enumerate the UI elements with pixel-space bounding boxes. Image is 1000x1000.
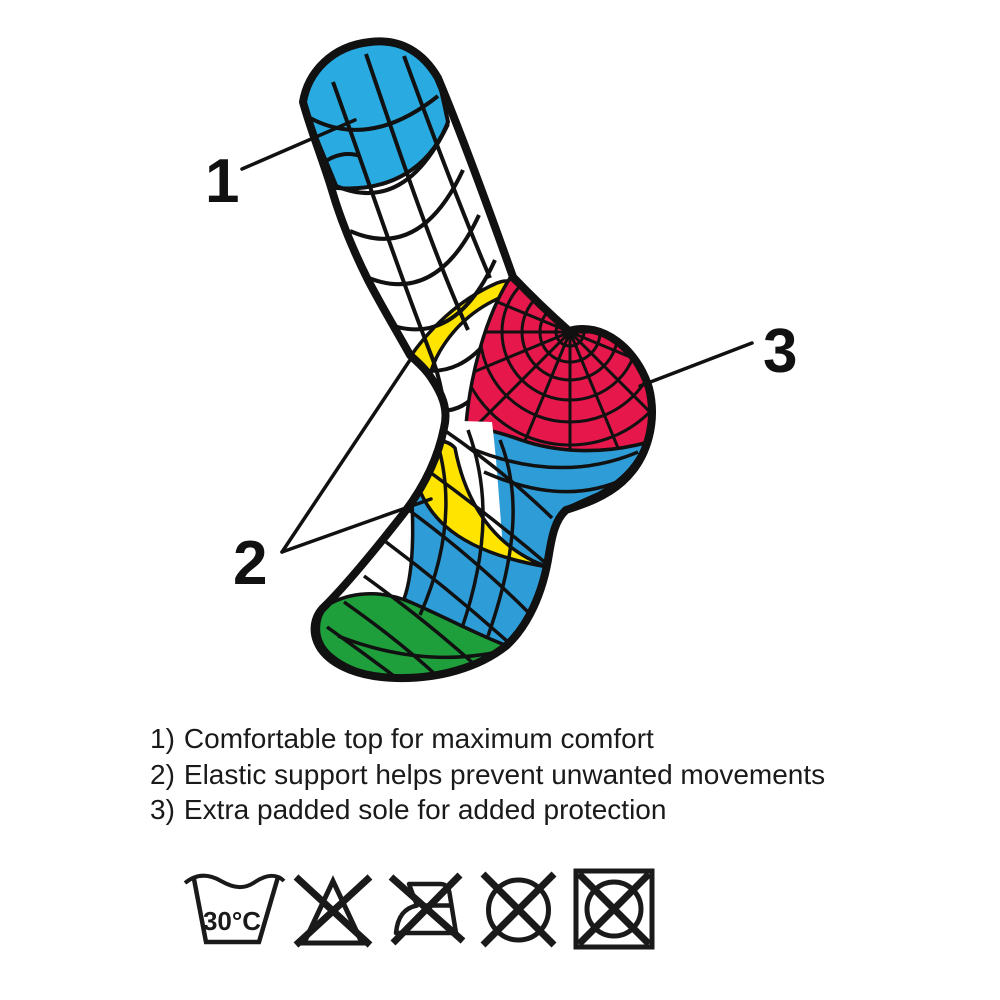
legend-item-2-number: 2)	[150, 758, 175, 790]
leader-lines	[240, 118, 754, 554]
callout-3: 3	[763, 317, 797, 386]
legend-item-3: 3) Extra padded sole for added protection	[150, 792, 825, 828]
leader-line-2a	[280, 355, 414, 554]
feature-legend: 1) Comfortable top for maximum comfort 2)…	[150, 721, 825, 828]
legend-item-1-number: 1)	[150, 723, 175, 754]
legend-item-3-number: 3)	[150, 794, 175, 825]
leader-line-1	[240, 118, 357, 171]
legend-item-2-text: Elastic support helps prevent unwanted m…	[183, 758, 826, 790]
legend-item-1: 1) Comfortable top for maximum comfort	[150, 721, 825, 757]
callout-2: 2	[233, 529, 267, 598]
foot-grid	[325, 428, 639, 678]
callout-1: 1	[205, 147, 239, 216]
legend-item-1-text: Comfortable top for maximum comfort	[183, 723, 654, 754]
leader-line-2b	[280, 497, 433, 554]
leader-line-3	[638, 341, 754, 388]
legend-item-3-text: Extra padded sole for added protection	[183, 794, 667, 825]
legend-item-2: 2)Elastic support helps prevent unwanted…	[150, 757, 825, 793]
